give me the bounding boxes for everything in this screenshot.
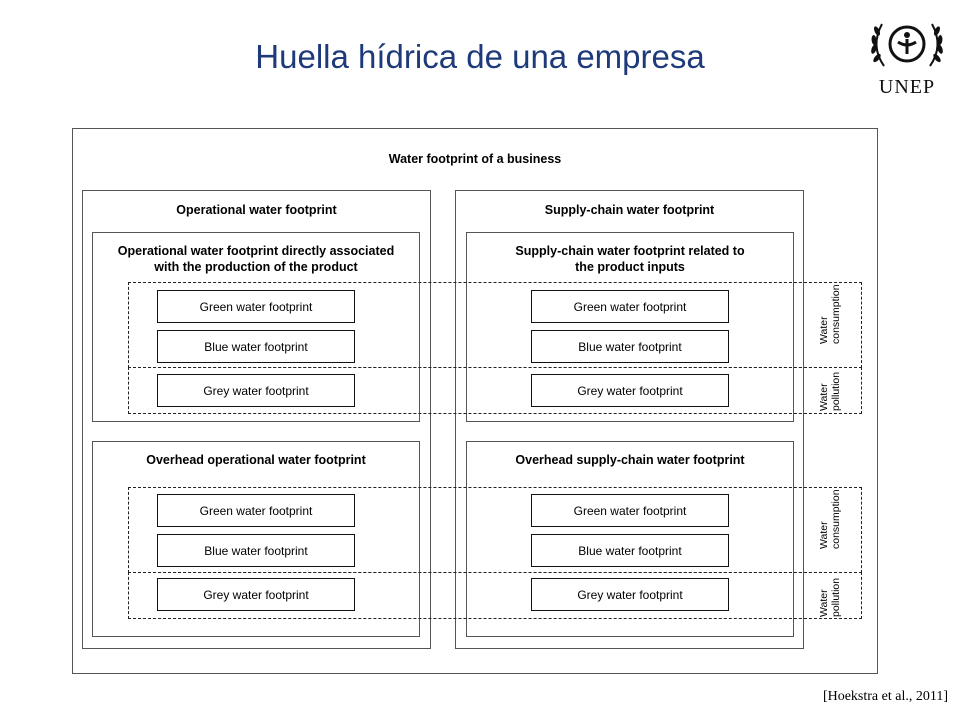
label-water-pollution-top: Water pollution	[818, 372, 842, 411]
operational-title: Operational water footprint	[176, 203, 337, 217]
sc-inputs-frame	[466, 232, 794, 422]
pollution-band-top	[128, 367, 862, 414]
sc-overhead-frame	[466, 441, 794, 637]
op-direct-green-box: Green water footprint	[157, 290, 355, 323]
label-water: Water	[818, 316, 830, 344]
sc-overhead-green-box: Green water footprint	[531, 494, 729, 527]
label-consumption: consumption	[830, 489, 842, 549]
business-title: Water footprint of a business	[388, 152, 562, 166]
slide-title: Huella hídrica de una empresa	[255, 38, 705, 75]
op-direct-grey-box: Grey water footprint	[157, 374, 355, 407]
label-consumption: consumption	[830, 284, 842, 344]
op-direct-title-line1: Operational water footprint directly ass…	[117, 244, 395, 258]
label-water-pollution-bottom: Water pollution	[818, 578, 842, 617]
sc-overhead-title: Overhead supply-chain water footprint	[515, 453, 745, 467]
op-overhead-blue-box: Blue water footprint	[157, 534, 355, 567]
sc-inputs-title-line1: Supply-chain water footprint related to	[515, 244, 745, 258]
label-water-consumption-top: Water consumption	[818, 284, 842, 344]
sc-overhead-blue-box: Blue water footprint	[531, 534, 729, 567]
op-overhead-title: Overhead operational water footprint	[146, 453, 366, 467]
citation: [Hoekstra et al., 2011]	[822, 689, 948, 704]
sc-inputs-green-box: Green water footprint	[531, 290, 729, 323]
label-water: Water	[818, 521, 830, 549]
label-water-consumption-bottom: Water consumption	[818, 489, 842, 549]
sc-overhead-grey-box: Grey water footprint	[531, 578, 729, 611]
business-frame	[72, 128, 878, 674]
unep-logo: UNEP	[862, 14, 952, 98]
sc-inputs-grey-box: Grey water footprint	[531, 374, 729, 407]
label-pollution: pollution	[830, 371, 842, 411]
operational-frame	[82, 190, 431, 649]
unep-emblem-icon	[871, 23, 943, 67]
label-water: Water	[818, 383, 830, 411]
sc-inputs-title-line2: the product inputs	[575, 260, 685, 274]
op-overhead-green-box: Green water footprint	[157, 494, 355, 527]
sc-inputs-blue-box: Blue water footprint	[531, 330, 729, 363]
op-overhead-frame	[92, 441, 420, 637]
pollution-band-bottom	[128, 572, 862, 619]
op-overhead-grey-box: Grey water footprint	[157, 578, 355, 611]
label-pollution: pollution	[830, 577, 842, 617]
supply-title: Supply-chain water footprint	[544, 203, 715, 217]
supply-frame	[455, 190, 804, 649]
op-direct-title-line2: with the production of the product	[154, 260, 358, 274]
label-water: Water	[818, 589, 830, 617]
op-direct-frame	[92, 232, 420, 422]
logo-text: UNEP	[878, 76, 936, 98]
op-direct-blue-box: Blue water footprint	[157, 330, 355, 363]
